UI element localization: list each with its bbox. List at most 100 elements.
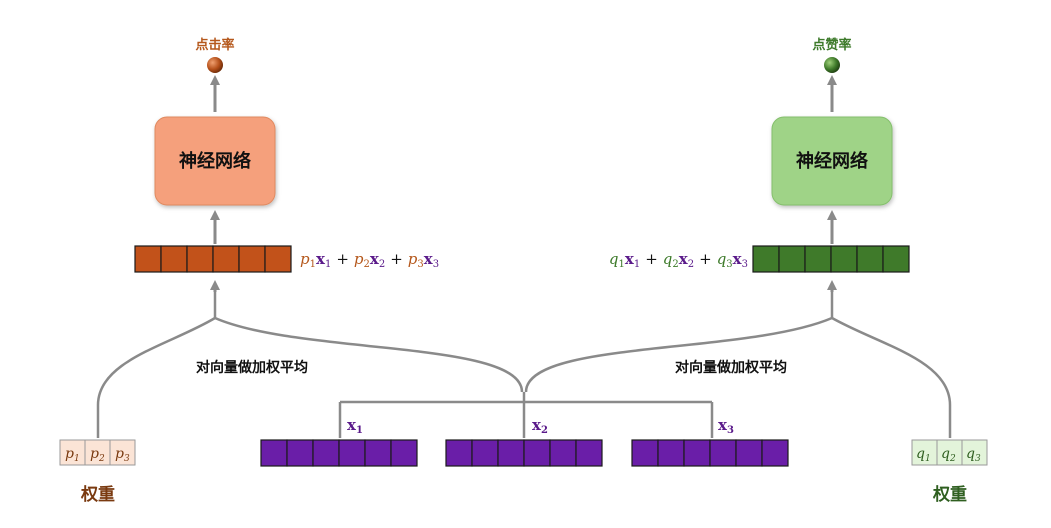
right-formula-vec-index: 2 — [688, 259, 694, 270]
x2-cell — [549, 439, 577, 467]
left-neural-network-label: 神经网络 — [179, 150, 251, 172]
vector-x1-label: x1 — [347, 416, 363, 436]
x2-cell — [445, 439, 473, 467]
weight-symbol: q — [916, 446, 925, 462]
weight-index: 2 — [98, 454, 105, 464]
left-formula-plus: + — [390, 250, 403, 268]
weight-symbol: p — [115, 446, 124, 462]
weight-symbol: q — [966, 446, 975, 462]
left-vector-cell — [186, 245, 214, 273]
right-vector-cell — [882, 245, 910, 273]
vector-symbol: x — [532, 416, 542, 434]
right-vector-cell — [778, 245, 806, 273]
right-formula-coef: q — [609, 250, 619, 268]
right-weight-q1: q1 — [916, 446, 931, 464]
right-weighted-vector — [752, 245, 910, 273]
center-to-right-flow — [524, 316, 833, 393]
vector-x3-label: x3 — [718, 416, 734, 436]
left-formula-coef: p — [408, 250, 418, 268]
weight-index: 1 — [925, 454, 931, 464]
left-formula-coef-index: 1 — [310, 259, 316, 270]
right-weight-q3: q3 — [966, 446, 981, 464]
weight-symbol: p — [65, 446, 74, 462]
right-formula-vec: x — [733, 250, 743, 268]
right-average-label: 对向量做加权平均 — [675, 359, 787, 376]
left-weighted-vector — [134, 245, 292, 273]
left-output-node — [207, 57, 223, 73]
vector-index: 3 — [727, 425, 734, 436]
x2-cell — [523, 439, 551, 467]
right-vector-cell — [830, 245, 858, 273]
left-vector-cell — [134, 245, 162, 273]
x1-cell — [338, 439, 366, 467]
vector-symbol: x — [718, 416, 728, 434]
right-formula-plus: + — [645, 250, 658, 268]
x3-cell — [761, 439, 789, 467]
weight-index: 2 — [949, 454, 956, 464]
left-formula-coef-index: 2 — [364, 259, 370, 270]
right-formula-coef-index: 1 — [619, 259, 625, 270]
right-weight-cell — [961, 439, 988, 466]
left-weights-label: 权重 — [80, 484, 115, 505]
x1-cell — [312, 439, 340, 467]
vector-x1 — [260, 439, 418, 467]
left-formula-vec-index: 1 — [325, 259, 331, 270]
right-formula-coef: q — [717, 250, 727, 268]
left-formula-plus: + — [336, 250, 349, 268]
x3-cell — [709, 439, 737, 467]
left-weighted-sum-formula: p1x1+p2x2+p3x3 — [300, 250, 439, 270]
right-vector-cell — [752, 245, 780, 273]
right-formula-coef-index: 2 — [672, 259, 678, 270]
right-weights-flow — [831, 316, 952, 438]
right-neural-network-box — [771, 116, 893, 206]
vector-index: 2 — [541, 425, 548, 436]
x3-cell — [735, 439, 763, 467]
center-to-left-flow — [214, 316, 524, 393]
x2-cell — [575, 439, 603, 467]
x3-cell — [631, 439, 659, 467]
x1-cell — [390, 439, 418, 467]
weight-symbol: p — [90, 446, 99, 462]
right-formula-coef: q — [663, 250, 673, 268]
weight-symbol: q — [941, 446, 950, 462]
left-formula-vec: x — [424, 250, 434, 268]
x1-cell — [364, 439, 392, 467]
x3-cell — [683, 439, 711, 467]
right-weighted-sum-formula: q1x1+q2x2+q3x3 — [609, 250, 748, 270]
right-vector-cell — [804, 245, 832, 273]
right-formula-plus: + — [699, 250, 712, 268]
weight-index: 3 — [124, 454, 130, 464]
x3-cell — [657, 439, 685, 467]
left-formula-vec-index: 2 — [379, 259, 385, 270]
left-weight-p1: p1 — [65, 446, 80, 464]
vector-x3 — [631, 439, 789, 467]
vector-x2-label: x2 — [532, 416, 548, 436]
right-vector-cell — [856, 245, 884, 273]
left-formula-coef: p — [354, 250, 364, 268]
right-formula-coef-index: 3 — [726, 259, 732, 270]
left-weights-flow — [96, 316, 216, 438]
right-weight-q2: q2 — [941, 446, 956, 464]
left-formula-coef-index: 3 — [417, 259, 423, 270]
left-vector-cell — [160, 245, 188, 273]
left-weight-p2: p2 — [90, 446, 105, 464]
vector-x2 — [445, 439, 603, 467]
x1-cell — [286, 439, 314, 467]
x2-cell — [497, 439, 525, 467]
weight-index: 3 — [975, 454, 981, 464]
flow-lines — [96, 286, 952, 438]
vector-symbol: x — [347, 416, 357, 434]
right-formula-vec-index: 1 — [634, 259, 640, 270]
x2-cell — [471, 439, 499, 467]
left-average-label: 对向量做加权平均 — [196, 359, 308, 376]
x1-cell — [260, 439, 288, 467]
right-formula-vec-index: 3 — [742, 259, 748, 270]
left-formula-vec-index: 3 — [433, 259, 439, 270]
left-neural-network-box — [154, 116, 276, 206]
right-weight-cell — [911, 439, 938, 466]
right-output-node — [824, 57, 840, 73]
right-weight-cell — [936, 439, 963, 466]
right-output-label: 点赞率 — [812, 37, 851, 53]
